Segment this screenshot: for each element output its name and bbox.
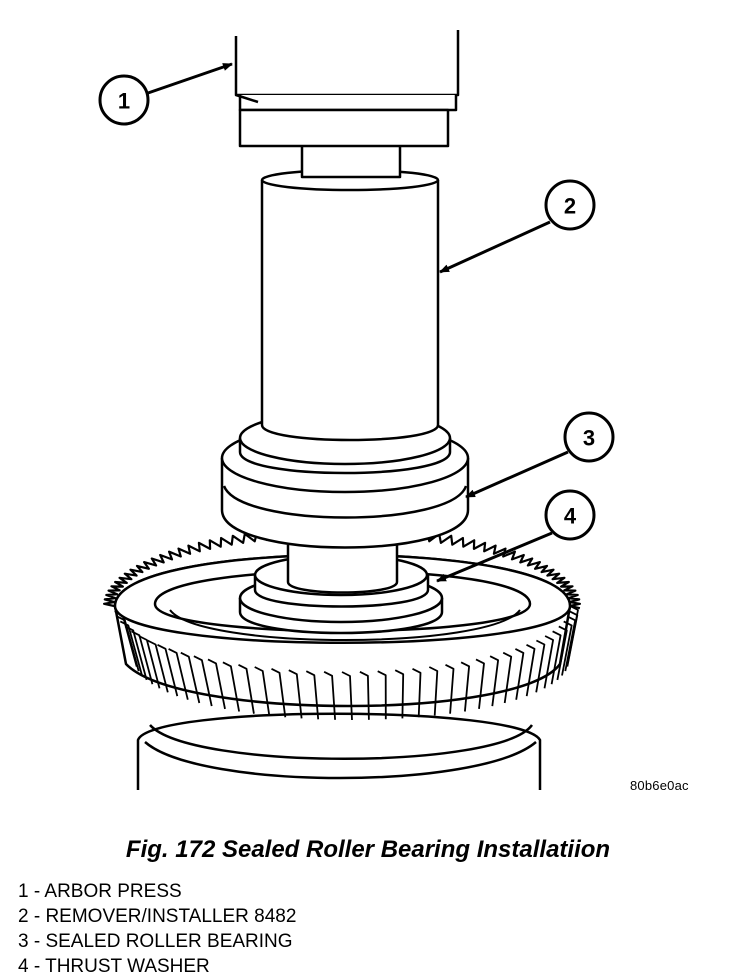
gear-tooth (502, 651, 513, 704)
callout-3-number: 3 (583, 426, 595, 451)
gear-tooth (489, 655, 499, 707)
gear-tooth (556, 625, 568, 681)
gear-tooth (567, 605, 579, 663)
gear-tooth (561, 620, 573, 676)
gear-tooth (288, 669, 303, 719)
gear-tooth (428, 666, 439, 716)
gear-tooth (535, 639, 546, 693)
gear-tooth (271, 667, 287, 718)
gear-inner-ring (153, 569, 532, 633)
gear-tooth (514, 648, 525, 700)
callout-2-number: 2 (564, 194, 576, 219)
gear-tooth (222, 661, 240, 712)
gear-tooth (124, 625, 148, 681)
figure-caption: Fig. 172 Sealed Roller Bearing Installat… (125, 836, 611, 863)
callout-4-number: 4 (564, 504, 577, 529)
gear-tooth (359, 670, 370, 720)
remover-installer-tool (260, 143, 440, 442)
gear-tooth (119, 620, 143, 676)
figure-code: 80b6e0ac (630, 778, 689, 793)
gear-tooth (207, 658, 226, 710)
gear-tooth (254, 666, 271, 716)
gear-tooth (543, 635, 554, 689)
gear-tooth (525, 643, 536, 697)
arbor-press (234, 30, 460, 148)
bearing-installation-diagram: 1 2 3 4 (98, 30, 615, 790)
legend-item: 1 - ARBOR PRESS (18, 881, 182, 902)
gear-tooth (180, 651, 201, 704)
callout-1-number: 1 (118, 89, 130, 114)
callout-2-leader (439, 220, 551, 274)
gear-tooth (116, 615, 140, 672)
legend-item: 2 - REMOVER/INSTALLER 8482 (18, 906, 297, 927)
gear-tooth (412, 667, 422, 718)
callout-4-leader (436, 531, 553, 583)
gear-side-teeth (113, 605, 579, 721)
gear-tooth (305, 670, 320, 720)
gear-tooth (323, 670, 336, 720)
gear-tooth (550, 630, 562, 685)
gear-tooth (460, 661, 470, 712)
gear-lower-housing (136, 712, 542, 790)
legend-item: 3 - SEALED ROLLER BEARING (18, 931, 293, 952)
legend-item: 4 - THRUST WASHER (18, 956, 210, 977)
gear-shaft (286, 545, 399, 594)
gear-tooth (377, 670, 387, 720)
gear-tooth (193, 655, 213, 707)
gear-tooth (157, 643, 179, 697)
gear-tooth (445, 663, 455, 714)
callout-1-circle (98, 74, 150, 126)
callout-3-circle (563, 411, 615, 463)
gear-tooth (138, 635, 161, 689)
gear-tooth (238, 663, 255, 714)
callout-1-leader (147, 62, 233, 95)
callout-legend: 1 - ARBOR PRESS 2 - REMOVER/INSTALLER 84… (18, 879, 296, 979)
callout-2-circle (544, 179, 596, 231)
callout-4-circle (544, 489, 596, 541)
callout-3-leader (465, 450, 569, 499)
gear-tooth (475, 658, 485, 709)
gear-tooth (168, 648, 189, 700)
gear-tooth (394, 669, 405, 719)
gear-tooth (147, 639, 169, 693)
gear-tooth (341, 671, 353, 721)
